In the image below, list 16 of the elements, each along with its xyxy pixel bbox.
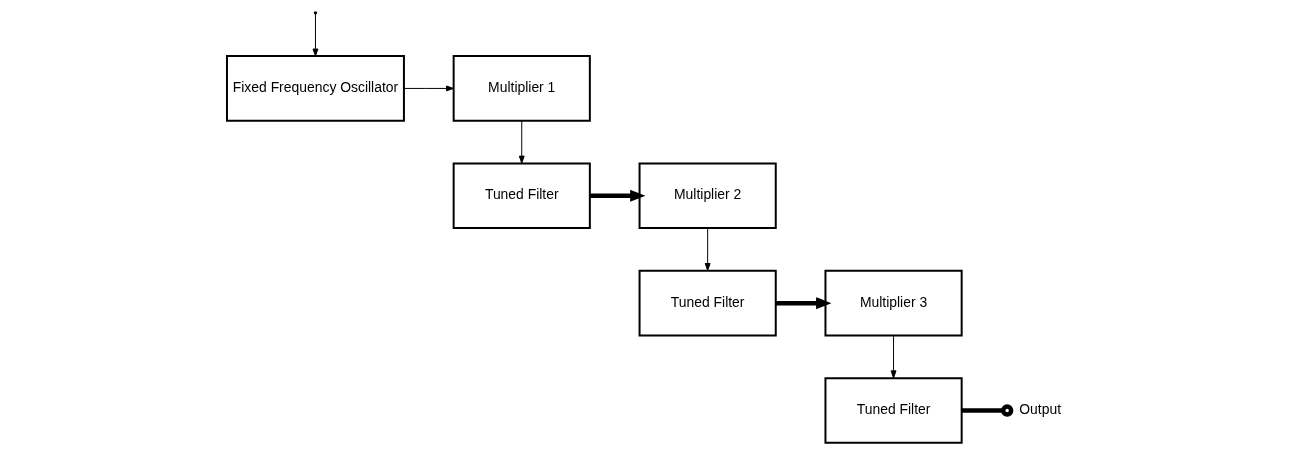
arrow [312, 13, 318, 57]
arrow [704, 227, 711, 271]
arrow [589, 189, 645, 202]
arrow [403, 85, 454, 92]
arrow [775, 297, 831, 310]
arrow [518, 120, 525, 164]
node-box: Multiplier 2 [638, 162, 777, 230]
node-box: Tuned Filter [638, 269, 777, 337]
connector [961, 404, 1013, 417]
node-box: Multiplier 1 [452, 55, 591, 122]
arrow [890, 335, 896, 379]
node-text: Output [1018, 401, 1061, 418]
node-box: Tuned Filter [452, 162, 591, 230]
node-box: Fixed Frequency Oscillator [225, 55, 405, 122]
node-box: Multiplier 3 [823, 269, 963, 337]
node-box: Tuned Filter [823, 377, 963, 444]
